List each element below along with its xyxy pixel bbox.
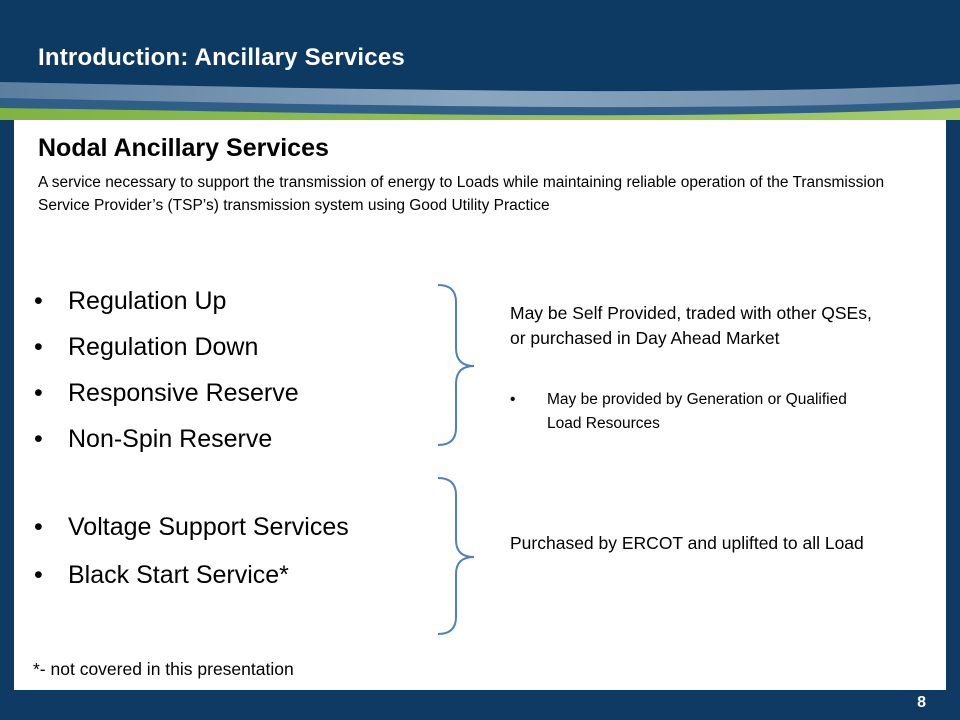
section-title: Nodal Ancillary Services [38,134,329,162]
group-1-note: May be Self Provided, traded with other … [510,303,872,348]
group-1-sub-note-text: May be provided by Generation or Qualifi… [547,391,847,432]
service-list-group-1: Regulation Up Regulation Down Responsive… [34,283,299,467]
page-number: 8 [917,694,926,711]
service-item: Voltage Support Services [34,509,349,557]
service-item: Regulation Up [34,283,299,329]
group-1-sub-note: • May be provided by Generation or Quali… [510,388,880,436]
slide-header: Introduction: Ancillary Services [0,0,960,120]
service-item: Black Start Service* [34,557,349,605]
footnote: *- not covered in this presentation [33,659,294,679]
slide-title: Introduction: Ancillary Services [38,44,405,71]
bullet-icon: • [510,391,516,408]
service-item: Regulation Down [34,329,299,375]
header-swoosh-graphic [0,82,960,120]
group-2-note: Purchased by ERCOT and uplifted to all L… [510,533,864,553]
service-item: Non-Spin Reserve [34,421,299,467]
service-list-group-2: Voltage Support Services Black Start Ser… [34,509,349,605]
service-item: Responsive Reserve [34,375,299,421]
definition-text: A service necessary to support the trans… [38,174,885,214]
slide-footer [0,690,960,720]
